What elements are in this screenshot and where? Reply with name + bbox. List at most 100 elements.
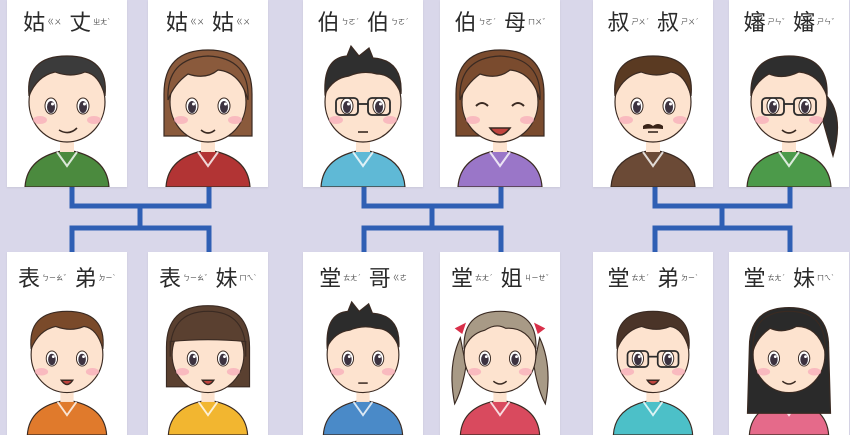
card-biao-di[interactable]: 表ㄅㄧㄠˇ 弟ㄉㄧˋ (7, 252, 127, 435)
glasses-lens (761, 97, 785, 116)
hanzi: 表 (158, 267, 181, 292)
collar (56, 151, 78, 168)
card-bo-bo[interactable]: 伯ㄅㄛˊ 伯ㄅㄛˊ (303, 0, 423, 187)
card-label: 姑ㄍㄨ 丈ㄓㄤˋ (7, 6, 127, 42)
card-label: 伯ㄅㄛˊ 母ㄇㄨˇ (440, 6, 560, 42)
glasses-lens (626, 350, 650, 368)
twintail-left (451, 335, 467, 406)
pupil (633, 101, 641, 113)
portrait-illustration (612, 310, 694, 435)
zhuyin: ㄕㄨˊ (631, 18, 650, 27)
card-label: 堂ㄊㄤˊ 哥ㄍㄜ (303, 262, 423, 298)
hanzi: 妹 (215, 267, 238, 292)
card-bo-mu[interactable]: 伯ㄅㄛˊ 母ㄇㄨˇ (440, 0, 560, 187)
card-tang-jie[interactable]: 堂ㄊㄤˊ 姐ㄐㄧㄝˇ (440, 252, 560, 435)
card-biao-mei[interactable]: 表ㄅㄧㄠˇ 妹ㄇㄟˋ (148, 252, 268, 435)
eye-highlight (379, 102, 382, 106)
hanzi: 嬸 (743, 11, 766, 36)
blush (330, 367, 345, 376)
card-tang-ge[interactable]: 堂ㄊㄤˊ 哥ㄍㄜ (303, 252, 423, 435)
card-label: 姑ㄍㄨ 姑ㄍㄨ (148, 6, 268, 42)
pupil (47, 101, 55, 113)
pupil (344, 353, 352, 366)
card-tang-mei[interactable]: 堂ㄊㄤˊ 妹ㄇㄟˋ (729, 252, 849, 435)
zhuyin: ㄅㄛˊ (341, 18, 360, 27)
hanzi: 丈 (69, 11, 92, 36)
portrait-illustration (746, 306, 832, 435)
twintail-right (533, 335, 549, 406)
zhuyin: ㄕㄨˊ (681, 18, 699, 27)
eye-highlight (347, 355, 351, 359)
front-hair (616, 310, 690, 350)
blush (383, 116, 397, 124)
card-label: 伯ㄅㄛˊ 伯ㄅㄛˊ (303, 6, 423, 42)
card-shen-shen[interactable]: 嬸ㄕㄣˇ 嬸ㄕㄣˇ (729, 0, 849, 187)
card-tang-di[interactable]: 堂ㄊㄤˊ 弟ㄉㄧˋ (593, 252, 713, 435)
portrait-illustration (455, 49, 545, 187)
hanzi: 伯 (454, 11, 477, 36)
pupil (800, 353, 808, 366)
shirt (746, 149, 832, 187)
zhuyin: ㄍㄜ (392, 274, 407, 283)
zhuyin: ㄊㄤˊ (343, 274, 361, 283)
hanzi: 姑 (212, 11, 235, 36)
pupil (769, 101, 777, 113)
zhuyin: ㄐㄧㄝˇ (524, 274, 550, 283)
blush (518, 367, 533, 376)
shirt (165, 149, 251, 187)
mustache (643, 124, 663, 129)
pupil (343, 101, 351, 113)
collar (642, 401, 664, 417)
zhuyin: ㄓㄤˋ (93, 18, 111, 27)
pupil (481, 353, 489, 366)
card-gu-gu[interactable]: 姑ㄍㄨ 姑ㄍㄨ (148, 0, 268, 187)
mouth (488, 127, 512, 136)
mouth (492, 380, 508, 385)
eye-highlight (192, 355, 196, 359)
card-shu-shu[interactable]: 叔ㄕㄨˊ 叔ㄕㄨˊ (593, 0, 713, 187)
front-hair (752, 310, 826, 352)
portrait-illustration (163, 49, 253, 187)
pupil (634, 353, 642, 366)
front-hair (324, 44, 402, 97)
eye-highlight (223, 355, 226, 359)
pupil (511, 353, 519, 366)
blush (175, 367, 190, 376)
hanzi: 堂 (607, 267, 630, 292)
eye-highlight (378, 355, 381, 359)
card-gu-zhang[interactable]: 姑ㄍㄨ 丈ㄓㄤˋ (7, 0, 127, 187)
shirt (612, 399, 694, 435)
front-hair (30, 310, 104, 350)
zhuyin: ㄇㄟˋ (817, 274, 835, 283)
portrait-illustration (610, 55, 696, 187)
front-hair (28, 55, 106, 97)
eye-highlight (347, 102, 350, 106)
collar (489, 151, 511, 168)
eye-highlight (669, 102, 672, 106)
mouth (58, 127, 78, 134)
collar (352, 401, 374, 417)
eye-highlight (51, 102, 54, 106)
mouth (645, 379, 661, 386)
eye-highlight (83, 102, 86, 106)
front-hair (169, 310, 247, 357)
blush (671, 367, 686, 376)
eye-highlight (637, 355, 641, 359)
eye-highlight (51, 355, 55, 359)
eye-highlight (805, 102, 808, 106)
collar (197, 401, 219, 417)
zhuyin: ㄍㄨ (190, 18, 204, 27)
card-label: 表ㄅㄧㄠˇ 弟ㄉㄧˋ (7, 262, 127, 298)
front-hair (614, 55, 692, 97)
pupil (188, 101, 196, 113)
zhuyin: ㄍㄨ (236, 18, 251, 27)
blush (381, 367, 396, 376)
zhuyin: ㄊㄤˊ (475, 274, 493, 283)
portrait-illustration (451, 310, 549, 435)
portrait-illustration (26, 310, 108, 435)
zhuyin: ㄉㄧˋ (98, 274, 117, 283)
blush (620, 367, 635, 376)
blush (755, 116, 769, 124)
pupil (48, 353, 56, 366)
